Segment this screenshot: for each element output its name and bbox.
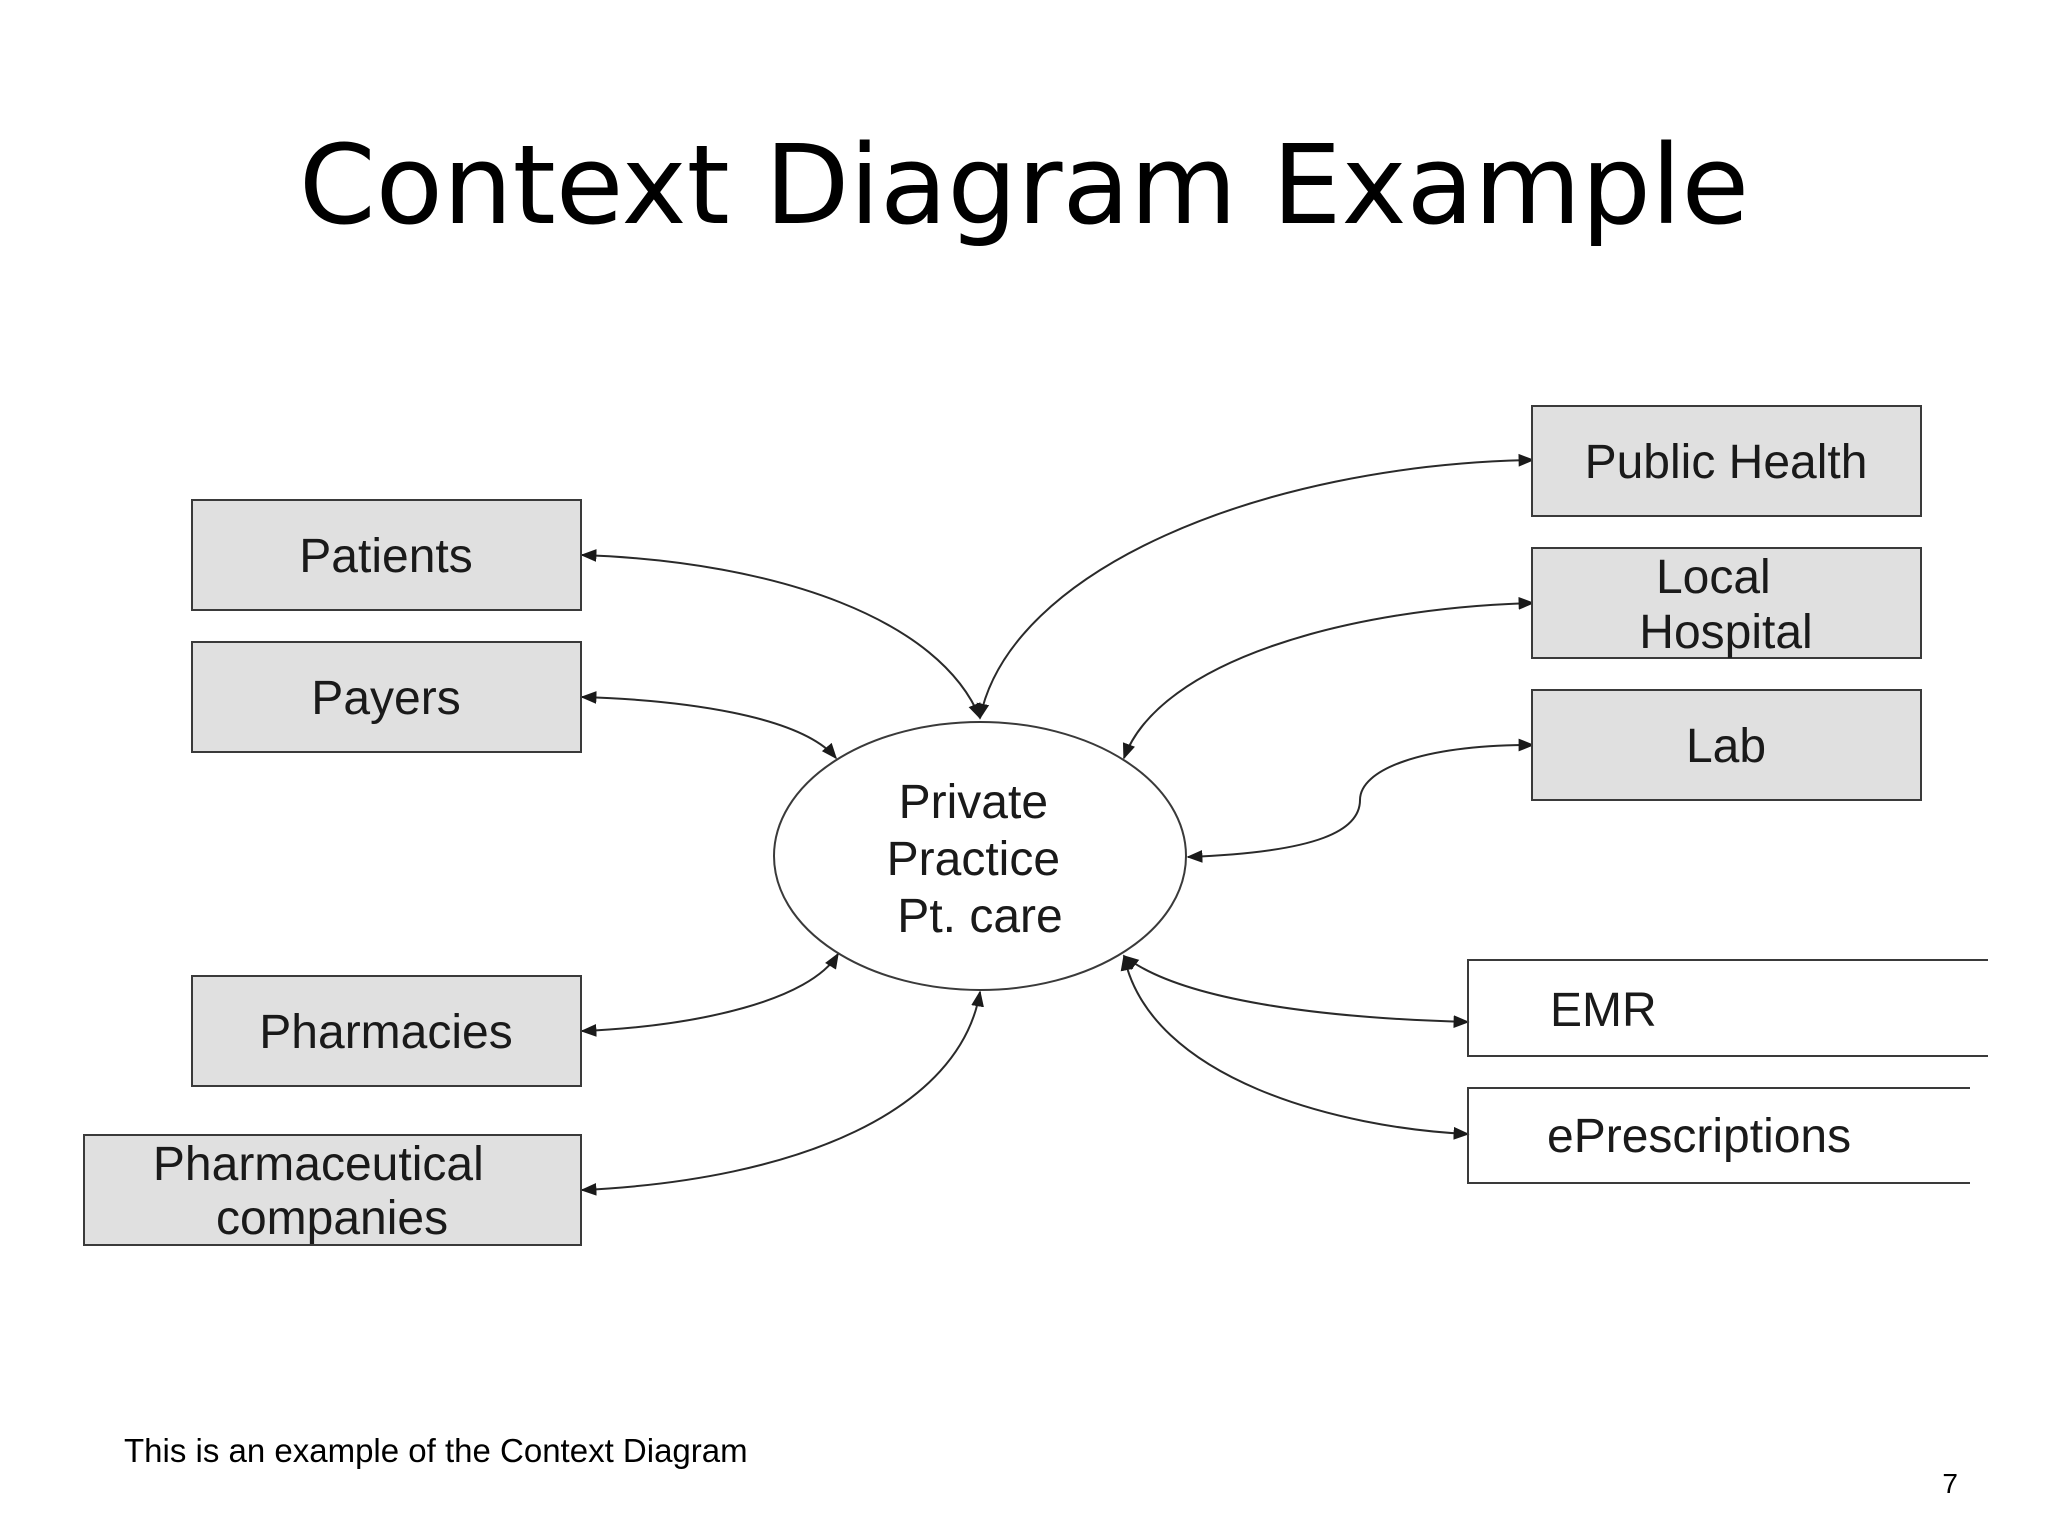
center-process: Private Practice Pt. care (773, 721, 1187, 991)
entity-pharmacies: Pharmacies (191, 975, 582, 1087)
entity-local-hospital: Local Hospital (1531, 547, 1922, 659)
entity-payers: Payers (191, 641, 582, 753)
process-label-line-1: Private (899, 776, 1048, 829)
entity-pharmaceutical-companies: Pharmaceutical companies (83, 1134, 582, 1246)
datastore-label: EMR (1550, 984, 1657, 1037)
entity-patients: Patients (191, 499, 582, 611)
entity-label-line-2: Hospital (1639, 606, 1812, 659)
entity-lab: Lab (1531, 689, 1922, 801)
entity-label: Pharmacies (259, 1006, 512, 1059)
flow-pharmacies (580, 952, 839, 1037)
flow-arrows (580, 453, 1535, 1196)
datastore-emr: EMR (1467, 959, 1988, 1057)
entity-label-line-2: companies (216, 1192, 448, 1245)
flow-pharmaceutical (580, 990, 984, 1196)
entity-label-line-1: Pharmaceutical (153, 1138, 484, 1191)
footer-caption: This is an example of the Context Diagra… (124, 1432, 748, 1469)
flow-lab (1186, 738, 1535, 863)
slide-title: Context Diagram Example (298, 121, 1750, 249)
process-label-line-2: Practice (887, 833, 1060, 886)
entity-label: Public Health (1585, 436, 1868, 489)
entity-public-health: Public Health (1531, 405, 1922, 517)
svg-text:Local Hospital: Local Hospital (1639, 551, 1812, 659)
svg-text:Pharmaceutical compani: Pharmaceutical companies (153, 1138, 497, 1245)
datastore-eprescriptions: ePrescriptions (1467, 1087, 1970, 1184)
flow-eprescriptions (1120, 954, 1470, 1140)
flow-payers (580, 691, 838, 760)
flow-emr (1122, 955, 1470, 1029)
entity-label: Payers (311, 672, 460, 725)
page-number: 7 (1942, 1468, 1958, 1499)
flow-public-health (976, 453, 1535, 720)
flow-patients (580, 549, 981, 720)
flow-local-hospital (1122, 596, 1535, 760)
process-ellipse (773, 721, 1187, 991)
entity-label: Patients (299, 530, 472, 583)
entity-label-line-1: Local (1656, 551, 1771, 604)
entity-label: Lab (1686, 720, 1766, 773)
datastore-label: ePrescriptions (1547, 1110, 1851, 1163)
svg-text:Private Practice: Private Practice Pt. care (887, 776, 1074, 943)
process-label-line-3: Pt. care (897, 890, 1062, 943)
